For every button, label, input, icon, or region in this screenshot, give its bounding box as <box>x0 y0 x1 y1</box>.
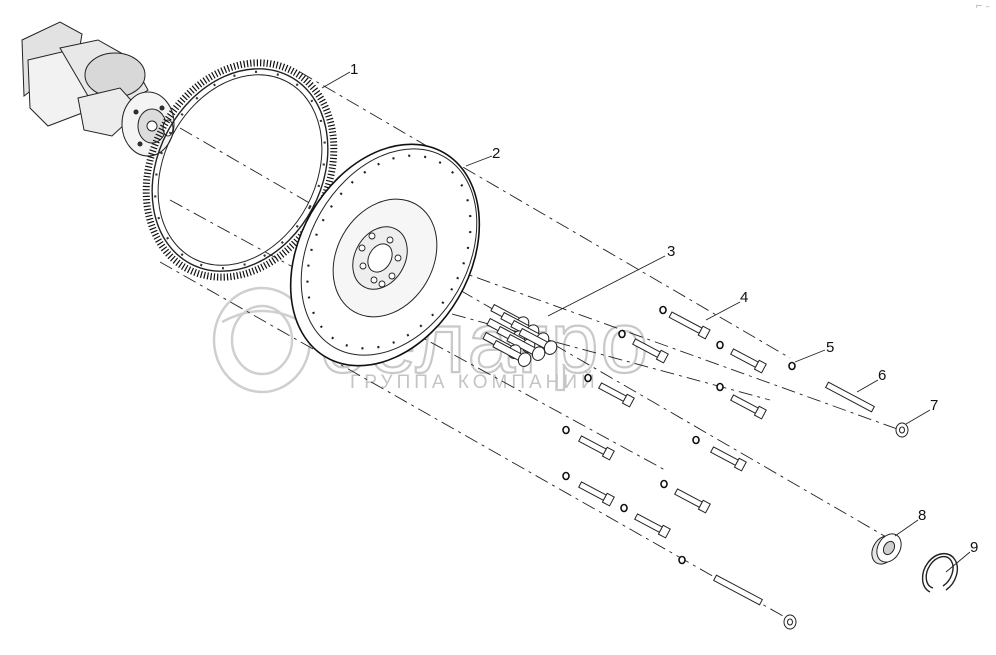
callout-8: 8 <box>918 507 926 524</box>
callout-3: 3 <box>667 243 675 260</box>
callouts: 1 2 3 4 5 6 7 8 9 <box>350 61 978 556</box>
callout-1: 1 <box>350 61 358 78</box>
callout-4: 4 <box>740 289 748 306</box>
corner-mark: ⌐ – <box>975 2 990 12</box>
nuts <box>783 422 909 630</box>
callout-7: 7 <box>930 397 938 414</box>
callout-5: 5 <box>826 339 834 356</box>
flywheel-bolt-set <box>482 303 558 367</box>
watermark-subtitle: ГРУППА КОМПАНИЙ <box>350 371 599 393</box>
washers <box>562 305 796 565</box>
flywheel <box>289 143 481 367</box>
retaining-ring <box>921 552 959 593</box>
callout-2: 2 <box>492 145 500 162</box>
callout-6: 6 <box>878 367 886 384</box>
bolts-and-studs <box>578 311 876 606</box>
leader-lines <box>321 71 971 573</box>
crankshaft <box>21 21 175 157</box>
bearing <box>871 533 902 565</box>
callout-9: 9 <box>970 539 978 556</box>
